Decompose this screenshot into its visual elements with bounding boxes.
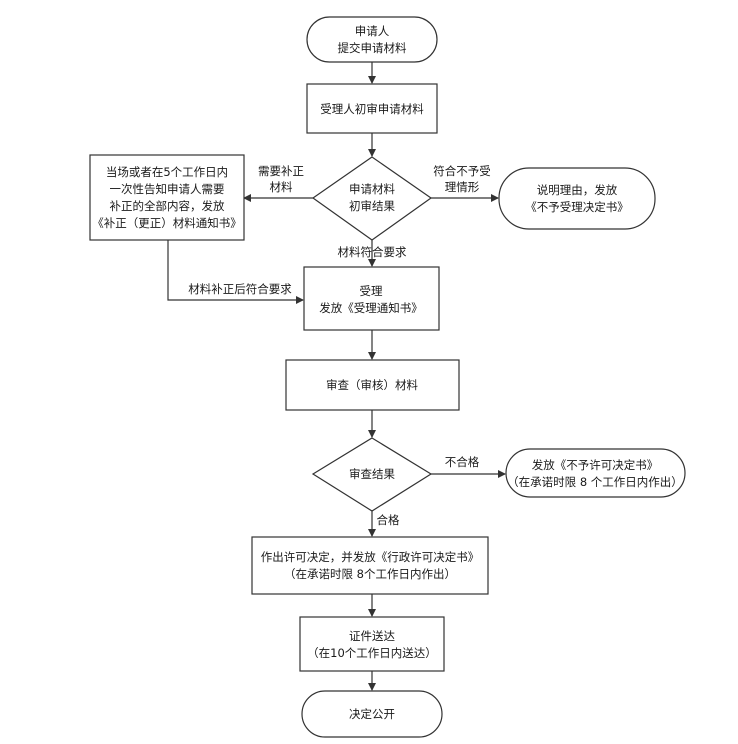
node-start-line2: 提交申请材料 (338, 41, 407, 55)
edge-label-not-accept-1: 符合不予受 (433, 164, 491, 178)
node-accept: 受理 发放《受理通知书》 (303, 266, 440, 331)
node-decision-initial-line2: 初审结果 (349, 199, 395, 213)
edge-label-fail: 不合格 (445, 455, 480, 469)
node-deny-line2: （在承诺时限 8 个工作日内作出） (507, 475, 683, 489)
node-deliver: 证件送达 （在10个工作日内送达） (299, 616, 445, 672)
node-correction-line1: 当场或者在5个工作日内 (106, 165, 228, 179)
connector-correction-to-accept (167, 240, 304, 304)
node-permit-line1: 作出许可决定，并发放《行政许可决定书》 (261, 550, 480, 564)
edge-label-pass: 合格 (377, 513, 400, 527)
node-start-line1: 申请人 (355, 24, 390, 38)
node-deliver-line1: 证件送达 (349, 629, 395, 643)
node-decision-review: 审查结果 (311, 437, 433, 512)
node-initial-review-label: 受理人初审申请材料 (320, 102, 424, 116)
node-initial-review: 受理人初审申请材料 (306, 83, 438, 134)
node-correction-line4: 《补正（更正）材料通知书》 (92, 216, 242, 230)
node-end-label: 决定公开 (349, 707, 395, 721)
node-permit: 作出许可决定，并发放《行政许可决定书》 （在承诺时限 8个工作日内作出） (251, 536, 489, 595)
node-deliver-line2: （在10个工作日内送达） (307, 646, 437, 660)
node-deny-line1: 发放《不予许可决定书》 (532, 458, 659, 472)
node-deny: 发放《不予许可决定书》 （在承诺时限 8 个工作日内作出） (505, 448, 686, 498)
node-correction-line2: 一次性告知申请人需要 (110, 182, 225, 196)
node-accept-line1: 受理 (360, 284, 383, 298)
node-decision-initial: 申请材料 初审结果 (311, 156, 433, 241)
node-end: 决定公开 (301, 690, 443, 738)
node-decision-review-label: 审查结果 (349, 467, 395, 481)
edge-label-meets-requirements: 材料符合要求 (338, 245, 407, 259)
node-review-materials-label: 审查（审核）材料 (326, 378, 418, 392)
edge-label-need-correction-1: 需要补正 (258, 164, 304, 178)
node-correction-line3: 补正的全部内容，发放 (110, 199, 225, 213)
node-correction: 当场或者在5个工作日内 一次性告知申请人需要 补正的全部内容，发放 《补正（更正… (89, 154, 245, 241)
node-reject: 说明理由，发放 《不予受理决定书》 (498, 167, 656, 230)
node-accept-line2: 发放《受理通知书》 (319, 301, 423, 315)
edge-label-need-correction-2: 材料 (270, 180, 293, 194)
edge-label-not-accept-2: 理情形 (445, 180, 480, 194)
node-review-materials: 审查（审核）材料 (285, 359, 460, 411)
node-decision-initial-line1: 申请材料 (349, 182, 395, 196)
node-reject-line2: 《不予受理决定书》 (525, 200, 629, 214)
node-start: 申请人 提交申请材料 (306, 16, 438, 63)
node-reject-line1: 说明理由，发放 (537, 183, 618, 197)
node-permit-line2: （在承诺时限 8个工作日内作出） (284, 567, 456, 581)
edge-label-after-correction: 材料补正后符合要求 (188, 282, 292, 296)
